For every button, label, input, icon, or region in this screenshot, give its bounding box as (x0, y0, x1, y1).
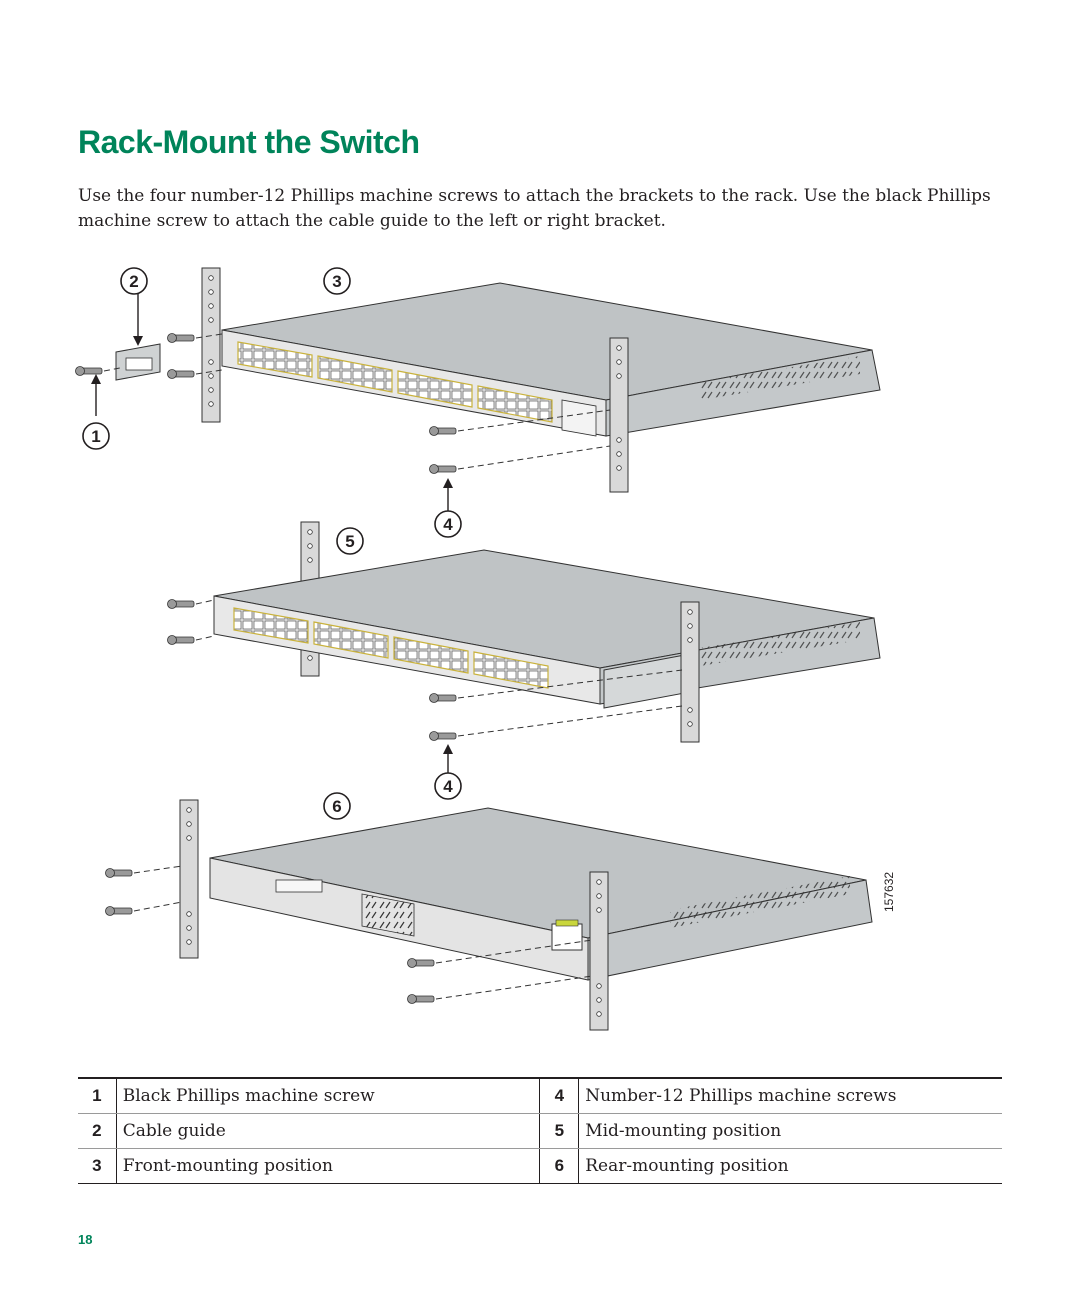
legend-text: Rear-mounting position (585, 1156, 789, 1176)
svg-text:6: 6 (332, 797, 341, 816)
legend-number: 1 (78, 1078, 117, 1114)
fan-grille (361, 893, 415, 937)
mid-mount-panel (167, 521, 881, 780)
screw (75, 333, 457, 474)
page-number: 18 (78, 1232, 93, 1247)
callout-4: 4 (434, 772, 462, 800)
callout-4: 4 (434, 510, 462, 538)
legend-number: 2 (78, 1113, 117, 1149)
callout-2: 2 (120, 267, 148, 295)
table-row: 1 Black Phillips machine screw 4 Number-… (78, 1078, 1002, 1114)
screw (167, 599, 457, 741)
legend-number: 5 (539, 1113, 580, 1149)
legend-text: Black Phillips machine screw (116, 1078, 540, 1114)
port-group (237, 341, 553, 423)
legend-number: 3 (78, 1148, 117, 1184)
rack-mount-figure: 157632 2 3 1 4 5 4 6 (0, 250, 1080, 1050)
rack-rail-right (609, 337, 629, 493)
svg-text:4: 4 (443, 515, 453, 534)
port-group (233, 607, 549, 689)
svg-text:1: 1 (91, 427, 100, 446)
svg-text:3: 3 (332, 272, 341, 291)
callout-legend-table: 1 Black Phillips machine screw 4 Number-… (78, 1077, 1002, 1184)
page-title: Rack-Mount the Switch (78, 124, 420, 160)
legend-text: Number-12 Phillips machine screws (578, 1078, 1002, 1114)
callout-3: 3 (323, 267, 351, 295)
legend-number: 4 (539, 1078, 580, 1114)
rear-mount-panel: 157632 (105, 799, 896, 1031)
legend-text: Mid-mounting position (578, 1113, 1002, 1149)
power-inlet (551, 923, 583, 951)
table-row: 2 Cable guide 5 Mid-mounting position (78, 1113, 1002, 1149)
rack-rail-right (680, 601, 700, 743)
intro-paragraph: Use the four number-12 Phillips machine … (78, 186, 991, 231)
table-row: 3 Front-mounting position 6 Rear-mountin… (78, 1148, 1002, 1184)
callout-1: 1 (82, 422, 110, 450)
figure-id: 157632 (882, 872, 896, 912)
legend-number: 6 (539, 1148, 580, 1184)
rack-rail-left (201, 267, 221, 423)
rack-rail-right (589, 871, 609, 1031)
svg-text:4: 4 (443, 777, 453, 796)
svg-text:5: 5 (345, 532, 354, 551)
callout-5: 5 (336, 527, 364, 555)
screw (105, 868, 435, 1004)
legend-text: Front-mounting position (122, 1156, 333, 1176)
rack-rail-left (179, 799, 199, 959)
svg-text:2: 2 (129, 272, 138, 291)
callout-6: 6 (323, 792, 351, 820)
legend-text: Cable guide (116, 1113, 540, 1149)
front-mount-panel (75, 267, 881, 514)
connector (275, 879, 323, 893)
